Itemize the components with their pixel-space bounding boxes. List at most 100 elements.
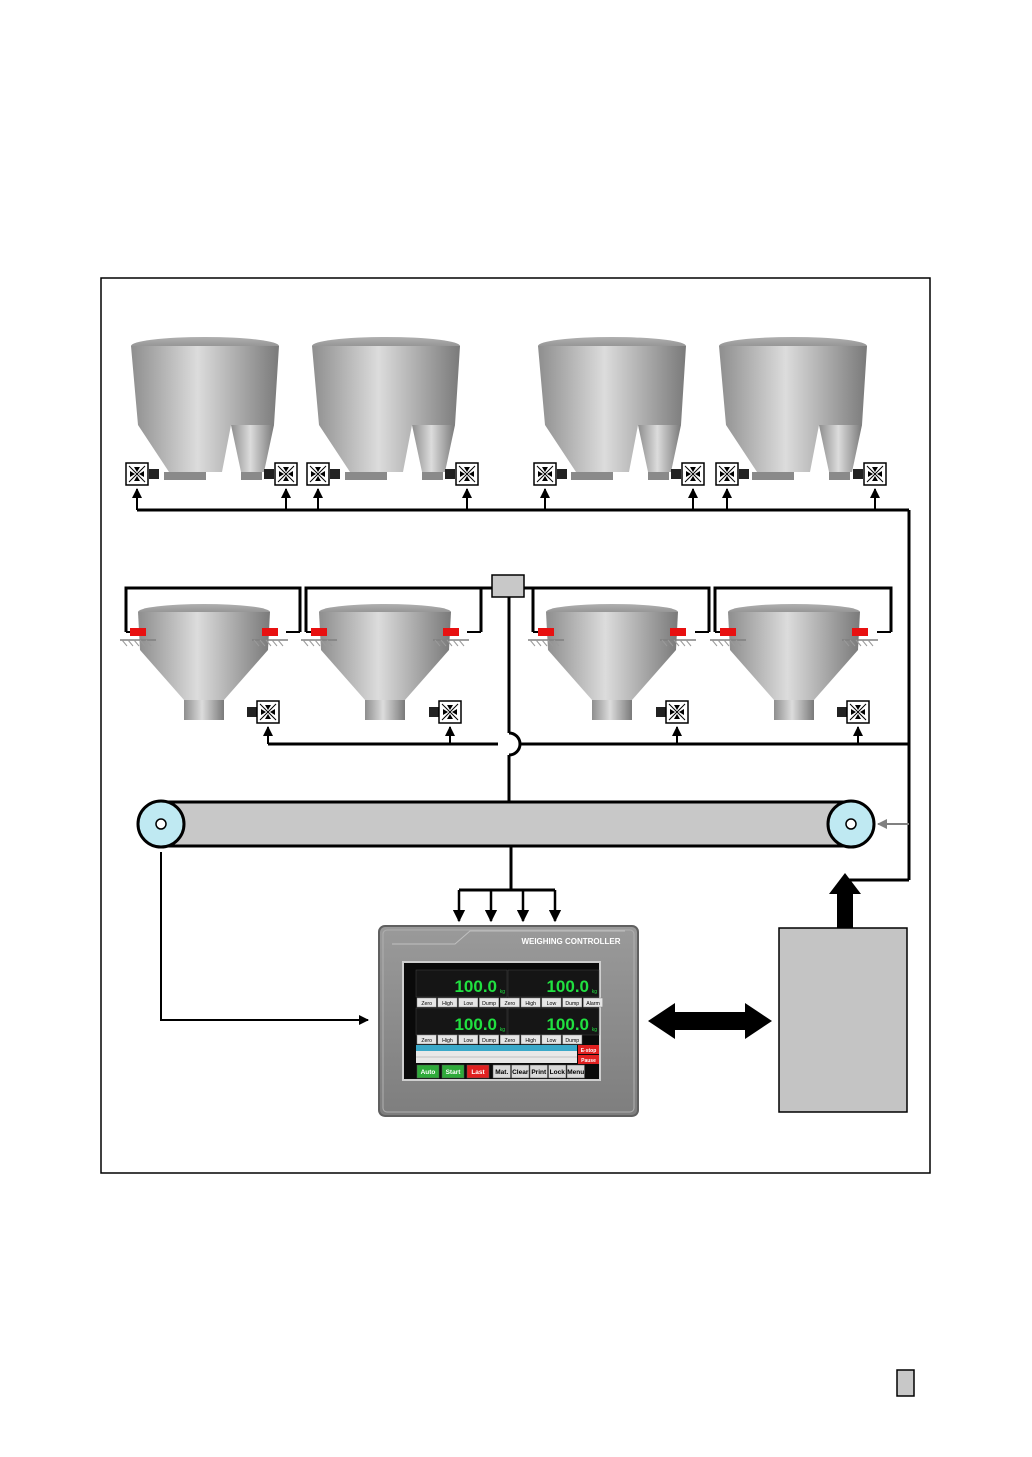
valve-icon bbox=[307, 463, 329, 485]
status-button[interactable]: High bbox=[521, 1035, 540, 1044]
conveyor-belt bbox=[161, 802, 851, 846]
valve-icon bbox=[666, 701, 688, 723]
action-button-label: Start bbox=[446, 1069, 462, 1076]
valve-actuator bbox=[656, 707, 666, 717]
valve-actuator bbox=[671, 469, 681, 479]
action-button-label: Clear bbox=[512, 1069, 529, 1076]
weight-panel-2: 100.0 kg bbox=[508, 970, 599, 997]
valve-icon bbox=[439, 701, 461, 723]
storage-silo bbox=[719, 337, 867, 480]
status-button[interactable]: High bbox=[438, 1035, 457, 1044]
valve-actuator bbox=[739, 469, 749, 479]
valve-icon bbox=[682, 463, 704, 485]
status-button-label: Alarm bbox=[586, 1001, 600, 1007]
weight-unit: kg bbox=[500, 989, 506, 995]
status-button-label: Low bbox=[547, 1001, 557, 1007]
status-button[interactable]: Zero bbox=[500, 998, 519, 1007]
status-button[interactable]: Zero bbox=[500, 1035, 519, 1044]
estop-label: E-stop bbox=[581, 1048, 597, 1054]
status-button[interactable]: Low bbox=[459, 998, 478, 1007]
valve-actuator bbox=[445, 469, 455, 479]
storage-silo bbox=[538, 337, 686, 480]
status-button[interactable]: Zero bbox=[417, 998, 436, 1007]
status-button-label: Dump bbox=[565, 1038, 579, 1044]
valve-actuator bbox=[330, 469, 340, 479]
weighing-controller: WEIGHING CONTROLLER 100.0 kg 100.0 kg 10… bbox=[379, 926, 638, 1116]
status-button[interactable]: Low bbox=[459, 1035, 478, 1044]
weigh-hoppers bbox=[120, 604, 878, 723]
valve-actuator bbox=[837, 707, 847, 717]
status-button-label: Low bbox=[547, 1038, 557, 1044]
page-marker-icon bbox=[897, 1370, 914, 1396]
bidirectional-arrow-icon bbox=[648, 1003, 772, 1039]
action-button-label: Menu bbox=[567, 1069, 584, 1076]
weight-unit: kg bbox=[592, 989, 598, 995]
weigh-hopper bbox=[528, 604, 696, 723]
valve-icon bbox=[126, 463, 148, 485]
weight-value: 100.0 bbox=[546, 1015, 589, 1034]
status-button[interactable]: Low bbox=[542, 998, 561, 1007]
roller-icon bbox=[138, 801, 184, 847]
weigh-hopper bbox=[120, 604, 288, 723]
status-button[interactable]: Zero bbox=[417, 1035, 436, 1044]
weight-unit: kg bbox=[592, 1027, 598, 1033]
status-button[interactable]: Alarm bbox=[583, 998, 602, 1007]
status-button-label: Zero bbox=[421, 1001, 432, 1007]
action-button-label: Mat. bbox=[495, 1069, 508, 1076]
controller-input-lines bbox=[459, 846, 555, 921]
valve-actuator bbox=[264, 469, 274, 479]
action-button-label: Lock bbox=[550, 1069, 566, 1076]
action-button-label: Last bbox=[471, 1069, 485, 1076]
action-button[interactable]: Mat. bbox=[493, 1065, 511, 1078]
status-button-label: Dump bbox=[565, 1001, 579, 1007]
status-button[interactable]: High bbox=[438, 998, 457, 1007]
valve-actuator bbox=[429, 707, 439, 717]
action-button[interactable]: Lock bbox=[549, 1065, 567, 1078]
status-button-label: Low bbox=[463, 1001, 473, 1007]
status-button-label: Zero bbox=[505, 1001, 516, 1007]
cabinet-link bbox=[829, 873, 909, 928]
status-button-label: High bbox=[525, 1001, 536, 1007]
speed-feedback-line bbox=[161, 852, 368, 1020]
status-button[interactable]: Dump bbox=[479, 998, 498, 1007]
valve-icon bbox=[864, 463, 886, 485]
valve-icon bbox=[456, 463, 478, 485]
status-button[interactable]: Dump bbox=[563, 1035, 582, 1044]
action-button[interactable]: Last bbox=[467, 1065, 489, 1078]
action-button[interactable]: Auto bbox=[417, 1065, 439, 1078]
pause-label: Pause bbox=[581, 1058, 596, 1064]
valve-actuator bbox=[247, 707, 257, 717]
storage-silo bbox=[131, 337, 279, 480]
status-button-label: Dump bbox=[482, 1001, 496, 1007]
action-button[interactable]: Clear bbox=[512, 1065, 530, 1078]
valve-actuator bbox=[149, 469, 159, 479]
action-button-label: Print bbox=[531, 1069, 547, 1076]
weight-value: 100.0 bbox=[454, 977, 497, 996]
control-cabinet bbox=[779, 928, 907, 1112]
status-button-label: Dump bbox=[482, 1038, 496, 1044]
valve-icon bbox=[275, 463, 297, 485]
status-button-label: High bbox=[525, 1038, 536, 1044]
action-button[interactable]: Menu bbox=[567, 1065, 585, 1078]
status-button-label: High bbox=[442, 1038, 453, 1044]
status-button[interactable]: High bbox=[521, 998, 540, 1007]
status-button[interactable]: Low bbox=[542, 1035, 561, 1044]
junction-box bbox=[492, 575, 524, 597]
status-button-label: Low bbox=[463, 1038, 473, 1044]
action-button[interactable]: Start bbox=[442, 1065, 464, 1078]
weight-panel-4: 100.0 kg bbox=[508, 1008, 599, 1035]
roller-icon bbox=[828, 801, 874, 847]
controller-brand-label: WEIGHING CONTROLLER bbox=[521, 937, 620, 946]
action-button[interactable]: Print bbox=[530, 1065, 548, 1078]
valve-icon bbox=[257, 701, 279, 723]
weight-unit: kg bbox=[500, 1027, 506, 1033]
status-button[interactable]: Dump bbox=[479, 1035, 498, 1044]
valve-icon bbox=[534, 463, 556, 485]
status-button[interactable]: Dump bbox=[563, 998, 582, 1007]
status-button-label: Zero bbox=[421, 1038, 432, 1044]
status-button-label: Zero bbox=[505, 1038, 516, 1044]
weight-value: 100.0 bbox=[546, 977, 589, 996]
status-button-row-1: Zero High Low Dump Zero High Low Dump Alarm bbox=[417, 998, 603, 1007]
